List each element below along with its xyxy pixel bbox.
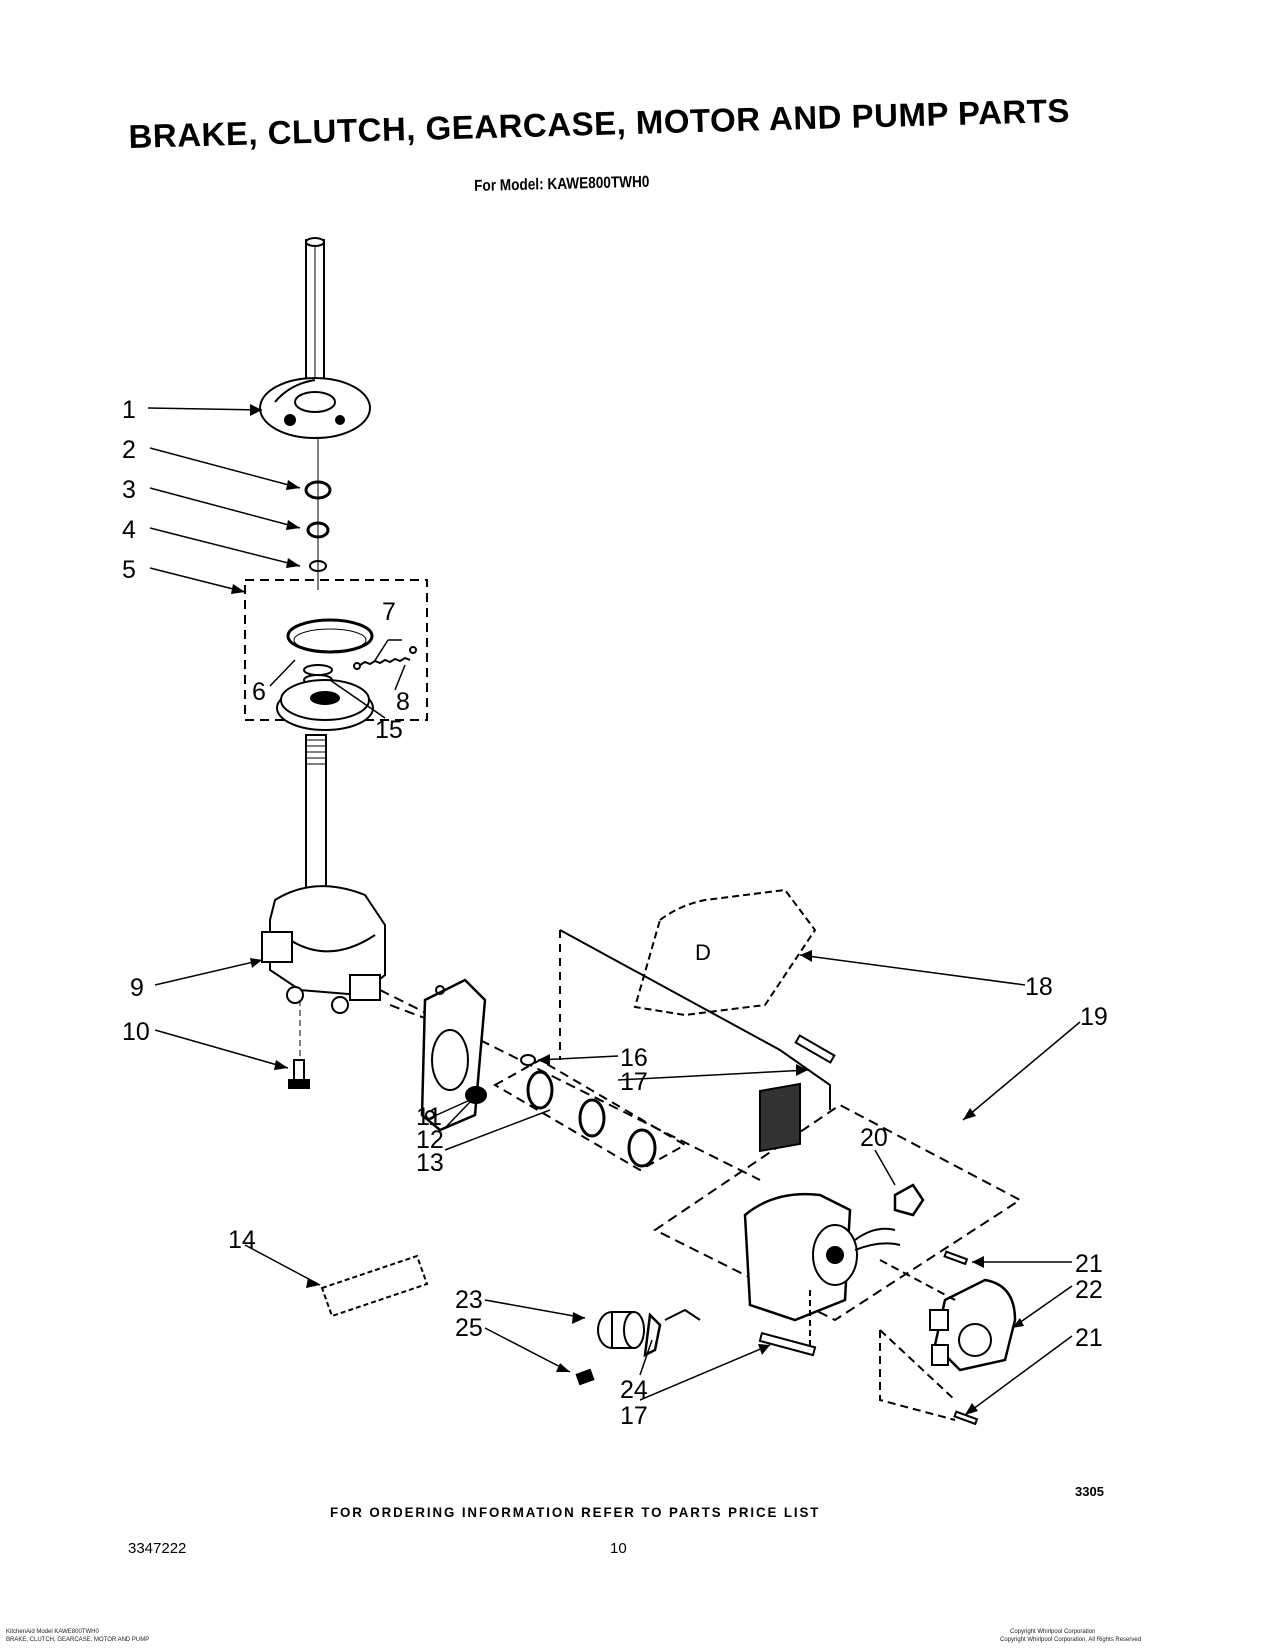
callout-7: 7 (382, 598, 396, 626)
part-19-motor (743, 1082, 901, 1322)
part-10-bolt (288, 1000, 310, 1089)
clutch-pulley (276, 679, 374, 731)
part-25-screw (575, 1368, 595, 1386)
callout-21-lower: 21 (1075, 1324, 1103, 1352)
callout-9: 9 (130, 974, 144, 1002)
part-12-plug (465, 1086, 487, 1104)
callout-6: 6 (252, 678, 266, 706)
callout-14: 14 (228, 1226, 256, 1254)
part-21-clip-lower (953, 1410, 979, 1426)
part-24-bracket (643, 1312, 662, 1358)
part-14-pad (320, 1254, 429, 1318)
ordering-note: FOR ORDERING INFORMATION REFER TO PARTS … (330, 1504, 821, 1520)
callout-24: 24 (620, 1376, 648, 1404)
part-21-clip-upper (943, 1250, 969, 1266)
callout-5: 5 (122, 556, 136, 584)
agitator-shaft-top (305, 237, 325, 401)
callout-1: 1 (122, 396, 136, 424)
document-number: 3347222 (128, 1540, 187, 1557)
part-1-brake-cam (259, 377, 371, 439)
callout-10: 10 (122, 1018, 150, 1046)
callout-15: 15 (375, 716, 403, 744)
callout-11: 11 (416, 1103, 442, 1131)
footer-section-line: BRAKE, CLUTCH, GEARCASE, MOTOR AND PUMP (6, 1637, 150, 1643)
callout-numbers: 1 2 3 4 5 6 7 8 15 9 10 11 12 13 14 16 1… (122, 396, 1108, 1430)
footer-copyright-2: Copyright Whirlpool Corporation, All Rig… (1000, 1637, 1142, 1643)
footer-model-line: KitchenAid Model KAWE800TWH0 (6, 1629, 99, 1635)
callout-21-upper: 21 (1075, 1250, 1103, 1278)
callout-20: 20 (860, 1124, 888, 1152)
callout-4: 4 (122, 516, 136, 544)
part-13-group-box (492, 1058, 688, 1172)
callout-17-upper: 17 (620, 1068, 648, 1096)
callout-25: 25 (455, 1314, 483, 1342)
part-20-connector (893, 1183, 925, 1217)
shield-letter-d: D (695, 940, 711, 965)
callout-22: 22 (1075, 1276, 1103, 1304)
part-9-gearcase (261, 885, 386, 1014)
part-8-clutch-spring (353, 646, 417, 670)
callout-23: 23 (455, 1286, 483, 1314)
drawing-code: 3305 (1075, 1484, 1104, 1499)
part-16-seal (520, 1054, 536, 1066)
callout-12: 12 (416, 1126, 444, 1154)
part-17-strap (559, 929, 831, 1110)
callout-13: 13 (416, 1149, 444, 1177)
part-18-shield (633, 888, 817, 1017)
part-17-lower-strap (758, 1331, 817, 1357)
callout-17-lower: 17 (620, 1402, 648, 1430)
callout-8: 8 (396, 688, 410, 716)
footer-copyright-1: Copyright Whirlpool Corporation (1010, 1629, 1096, 1635)
part-23-capacitor (597, 1311, 645, 1349)
leader-arrowheads (231, 404, 1024, 1415)
part-22-pump-housing (929, 1278, 1017, 1372)
callout-19: 19 (1080, 1003, 1108, 1031)
part-13-pump-impeller (526, 1070, 657, 1168)
part-15-washer (303, 664, 333, 676)
callout-16: 16 (620, 1044, 648, 1072)
leader-lines (147, 407, 1081, 1416)
callout-18: 18 (1025, 973, 1053, 1001)
page-number: 10 (610, 1540, 627, 1557)
part-6-clutch-band (286, 618, 374, 654)
callout-2: 2 (122, 436, 136, 464)
callout-3: 3 (122, 476, 136, 504)
